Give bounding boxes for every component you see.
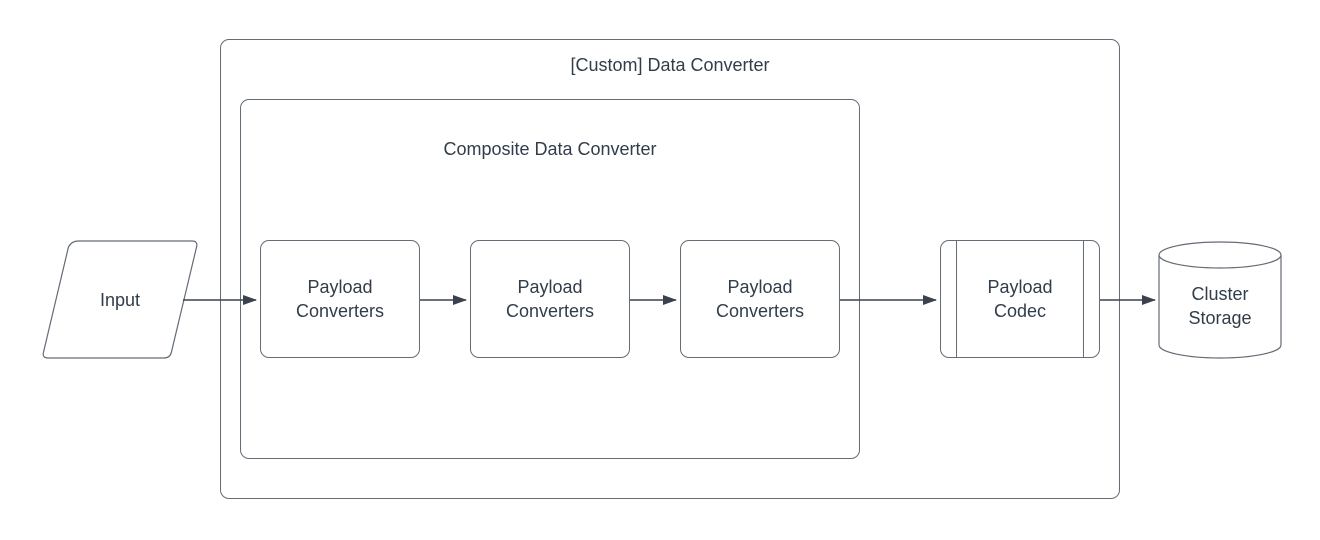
payload-converters-label-3: Payload Converters bbox=[715, 277, 805, 321]
payload-codec-label: Payload Codec bbox=[987, 277, 1053, 321]
payload-converters-node-2: Payload Converters bbox=[470, 240, 630, 358]
codec-left-bar bbox=[956, 241, 957, 357]
payload-converters-node-1: Payload Converters bbox=[260, 240, 420, 358]
payload-converters-node-3: Payload Converters bbox=[680, 240, 840, 358]
payload-codec-node: Payload Codec bbox=[940, 240, 1100, 358]
cluster-storage-node: Cluster Storage bbox=[1159, 242, 1281, 358]
input-node: Input bbox=[42, 241, 198, 358]
cluster-storage-label: Cluster Storage bbox=[1188, 284, 1252, 328]
custom-data-converter-title: [Custom] Data Converter bbox=[570, 55, 770, 75]
payload-converters-label-1: Payload Converters bbox=[295, 277, 385, 321]
input-label: Input bbox=[99, 289, 141, 310]
codec-right-bar bbox=[1083, 241, 1084, 357]
payload-converters-label-2: Payload Converters bbox=[505, 277, 595, 321]
composite-data-converter-title: Composite Data Converter bbox=[443, 139, 657, 159]
